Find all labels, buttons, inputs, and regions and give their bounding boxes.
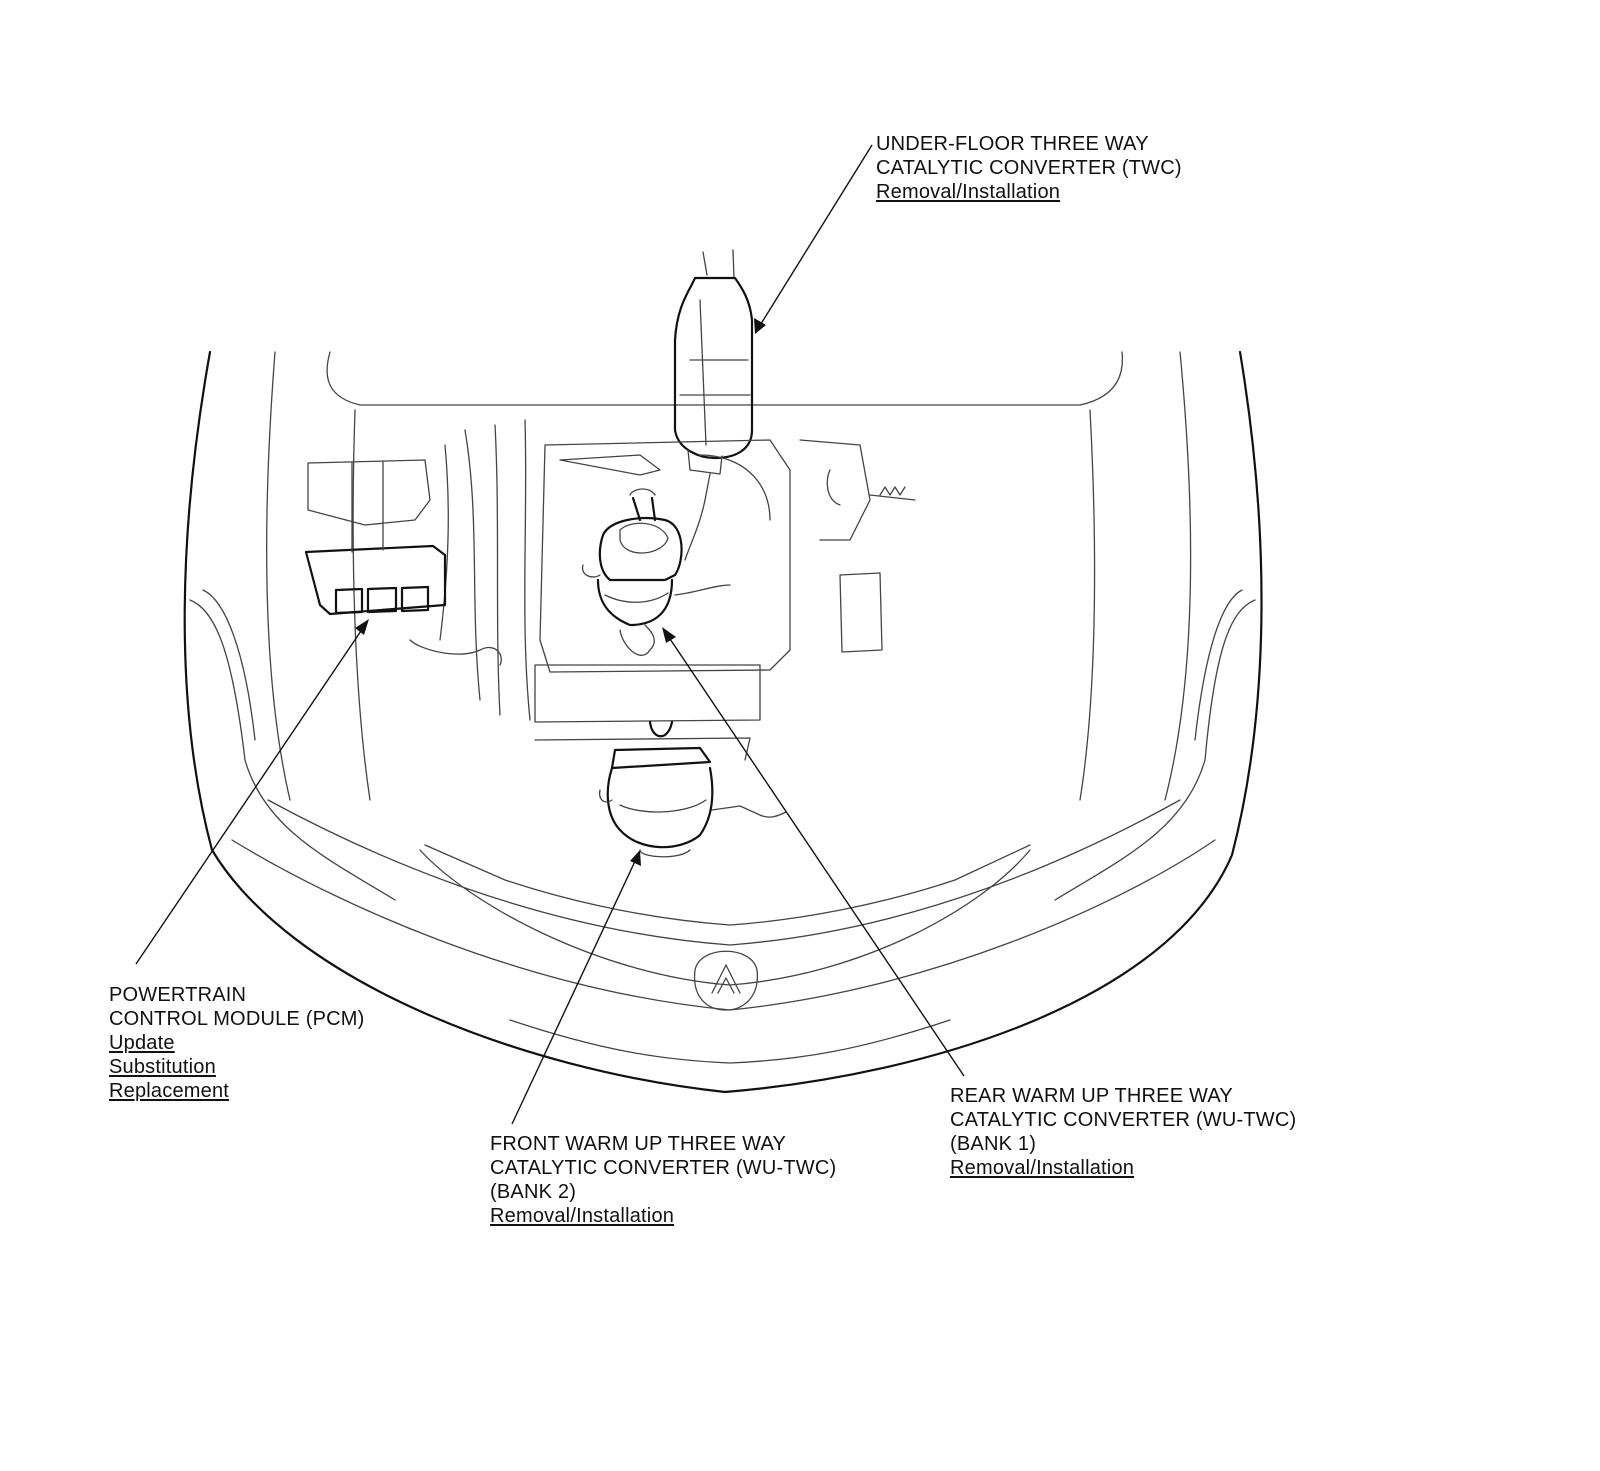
front-wu-twc-drawing: [599, 720, 787, 858]
front-removal-installation-link[interactable]: Removal/Installation: [490, 1205, 675, 1227]
front-leader-arrow: [630, 850, 641, 866]
rear-callout-title-line-2: CATALYTIC CONVERTER (WU-TWC): [950, 1109, 1297, 1131]
pcm-replacement-link[interactable]: Replacement: [109, 1080, 230, 1102]
front-callout-bank-label: (BANK 2): [490, 1181, 577, 1203]
rear-leader-arrow: [662, 627, 676, 643]
front-callout-title-line-2: CATALYTIC CONVERTER (WU-TWC): [490, 1157, 837, 1179]
pcm-update-link[interactable]: Update: [109, 1032, 175, 1054]
pcm-drawing: [304, 461, 447, 616]
rear-wu-twc-drawing: [581, 488, 731, 656]
pcm-callout: POWERTRAIN CONTROL MODULE (PCM) Update S…: [109, 983, 364, 1103]
twc-leader-arrow: [754, 318, 766, 334]
pcm-callout-title-line-2: CONTROL MODULE (PCM): [109, 1008, 365, 1030]
twc-callout: UNDER-FLOOR THREE WAY CATALYTIC CONVERTE…: [876, 132, 1182, 204]
twc-callout-title-line-1: UNDER-FLOOR THREE WAY: [876, 133, 1149, 155]
twc-removal-installation-link[interactable]: Removal/Installation: [876, 181, 1061, 203]
front-leader-line: [511, 856, 638, 1125]
car-body-outline: [183, 350, 1263, 1094]
pcm-substitution-link[interactable]: Substitution: [109, 1056, 216, 1078]
twc-leader-line: [758, 144, 873, 328]
leader-lines: [135, 144, 965, 1125]
twc-callout-title-line-2: CATALYTIC CONVERTER (TWC): [876, 157, 1182, 179]
rear-leader-line: [665, 632, 965, 1077]
rear-callout-bank-label: (BANK 1): [950, 1133, 1037, 1155]
rear-wu-twc-callout: REAR WARM UP THREE WAY CATALYTIC CONVERT…: [950, 1084, 1296, 1180]
pcm-callout-title-line-1: POWERTRAIN: [109, 984, 247, 1006]
front-wu-twc-callout: FRONT WARM UP THREE WAY CATALYTIC CONVER…: [490, 1132, 836, 1228]
front-callout-title-line-1: FRONT WARM UP THREE WAY: [490, 1133, 787, 1155]
rear-callout-title-line-1: REAR WARM UP THREE WAY: [950, 1085, 1233, 1107]
pcm-leader-arrow: [355, 619, 369, 635]
pcm-leader-line: [135, 624, 366, 965]
engine-block-drawing: [307, 419, 916, 761]
rear-removal-installation-link[interactable]: Removal/Installation: [950, 1157, 1135, 1179]
under-floor-twc-drawing: [673, 249, 754, 561]
